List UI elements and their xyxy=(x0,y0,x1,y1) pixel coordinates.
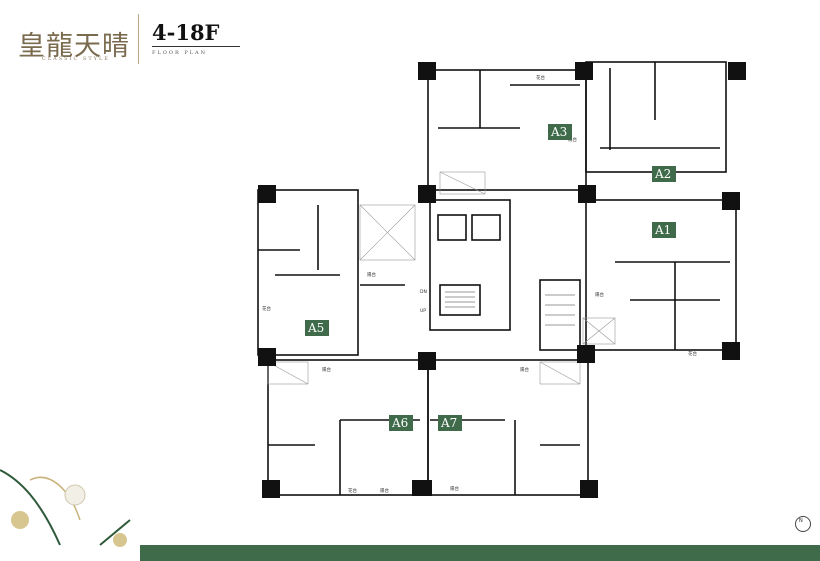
balcony-label: 陽台 xyxy=(568,136,577,143)
balcony-label: 陽台 xyxy=(380,487,389,494)
unit-tag-a1[interactable]: A1 xyxy=(652,222,676,238)
unit-tag-a5[interactable]: A5 xyxy=(305,320,329,336)
svg-text:A5: A5 xyxy=(307,321,324,335)
planter-label: 花台 xyxy=(688,350,697,357)
header-divider xyxy=(138,14,139,64)
compass-label: N xyxy=(799,518,803,524)
floor-rule xyxy=(152,46,240,47)
planter-label: 花台 xyxy=(536,74,545,81)
walls xyxy=(257,61,737,496)
svg-text:A2: A2 xyxy=(654,167,671,181)
unit-tag-a7[interactable]: A7 xyxy=(438,415,462,431)
footer-bar xyxy=(140,545,820,561)
balcony-label: 陽台 xyxy=(367,271,376,278)
compass-icon xyxy=(795,516,811,532)
brand-title: 皇龍天晴 xyxy=(18,31,130,62)
balcony-label: 陽台 xyxy=(322,366,331,373)
cross-hatch-voids xyxy=(267,171,616,385)
unit-tag-a6[interactable]: A6 xyxy=(389,415,413,431)
floral-decoration xyxy=(0,469,131,547)
columns xyxy=(258,62,746,498)
svg-text:A1: A1 xyxy=(654,223,671,237)
balcony-label: 陽台 xyxy=(595,291,604,298)
planter-label: 花台 xyxy=(348,487,357,494)
svg-text:A3: A3 xyxy=(550,125,567,139)
svg-text:A6: A6 xyxy=(391,416,408,430)
stairs xyxy=(445,291,575,326)
stair-up-label: UP xyxy=(420,308,426,314)
header: 皇龍天晴 CLASSIC STYLE 4-18F FLOOR PLAN xyxy=(0,0,820,70)
unit-tag-a3[interactable]: A3 xyxy=(548,124,572,140)
balcony-label: 陽台 xyxy=(520,366,529,373)
planter-label: 花台 xyxy=(262,305,271,312)
unit-tag-a2[interactable]: A2 xyxy=(652,166,676,182)
floor-subtitle: FLOOR PLAN xyxy=(152,50,208,56)
svg-text:A7: A7 xyxy=(440,416,457,430)
stair-dn-label: DN xyxy=(420,289,427,295)
balcony-label: 陽台 xyxy=(450,485,459,492)
floor-title: 4-18F xyxy=(152,20,220,45)
brand-subtitle: CLASSIC STYLE xyxy=(42,56,110,62)
